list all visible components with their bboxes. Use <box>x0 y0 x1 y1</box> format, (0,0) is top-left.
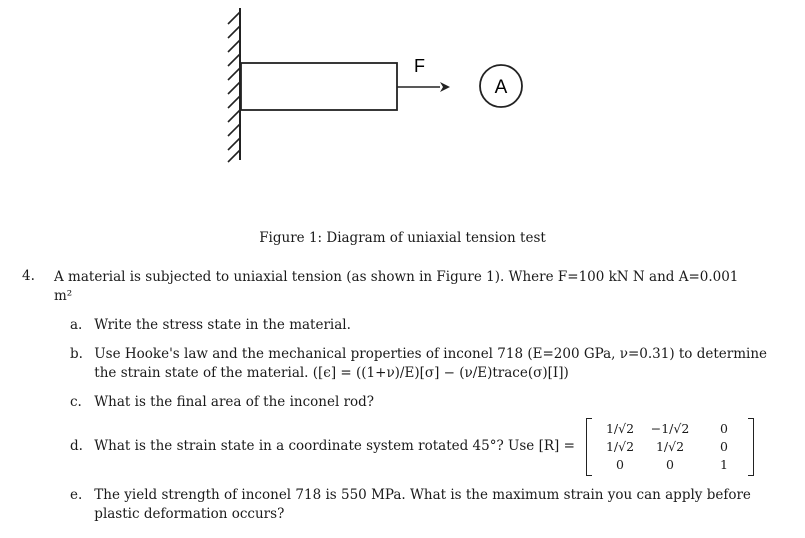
rotation-matrix: 1/√2 −1/√2 0 1/√2 1/√2 0 0 0 1 <box>586 418 754 476</box>
part-b: b. Use Hooke's law and the mechanical pr… <box>70 345 774 383</box>
matrix-cell: 1 <box>720 457 728 472</box>
part-c: c. What is the final area of the inconel… <box>70 393 774 412</box>
wall-hatching <box>227 11 241 163</box>
matrix-cell: 0 <box>720 439 728 454</box>
part-a: a. Write the stress state in the materia… <box>70 316 774 335</box>
matrix-cell: 1/√2 <box>655 439 685 454</box>
point-a-circle <box>479 64 523 108</box>
question-line-2: m² <box>54 288 73 304</box>
question-number: 4. <box>22 268 35 284</box>
rod <box>240 62 398 111</box>
part-a-text: Write the stress state in the material. <box>94 317 351 333</box>
part-c-label: c. <box>70 394 82 410</box>
part-e-label: e. <box>70 487 83 503</box>
part-c-text: What is the final area of the inconel ro… <box>94 394 375 410</box>
part-b-body: Use Hooke's law and the mechanical prope… <box>94 345 774 383</box>
part-d: d. What is the strain state in a coordin… <box>70 437 594 456</box>
matrix-cell: 1/√2 <box>605 439 635 454</box>
force-label: F <box>414 56 425 76</box>
force-arrow-head <box>440 82 450 92</box>
point-a-label: A <box>495 77 508 98</box>
question-line-1: A material is subjected to uniaxial tens… <box>54 269 739 285</box>
part-b-label: b. <box>70 346 83 362</box>
part-e-line-2: plastic deformation occurs? <box>94 506 285 522</box>
matrix-cell: 1/√2 <box>605 421 635 436</box>
matrix-cell: 0 <box>666 457 674 472</box>
matrix-cell: 0 <box>720 421 728 436</box>
part-e-body: The yield strength of inconel 718 is 550… <box>94 486 774 524</box>
question-text: A material is subjected to uniaxial tens… <box>54 268 774 306</box>
part-e-line-1: The yield strength of inconel 718 is 550… <box>94 487 751 503</box>
part-a-label: a. <box>70 317 83 333</box>
part-b-line-1: Use Hooke's law and the mechanical prope… <box>94 346 768 362</box>
part-d-text: What is the strain state in a coordinate… <box>94 438 575 454</box>
figure-caption: Figure 1: Diagram of uniaxial tension te… <box>259 230 546 246</box>
part-e: e. The yield strength of inconel 718 is … <box>70 486 774 524</box>
part-d-label: d. <box>70 438 83 454</box>
matrix-cell: −1/√2 <box>650 421 690 436</box>
part-b-line-2: the strain state of the material. ([ϵ] =… <box>94 365 569 381</box>
matrix-cell: 0 <box>616 457 624 472</box>
uniaxial-tension-diagram: F A <box>227 8 523 163</box>
